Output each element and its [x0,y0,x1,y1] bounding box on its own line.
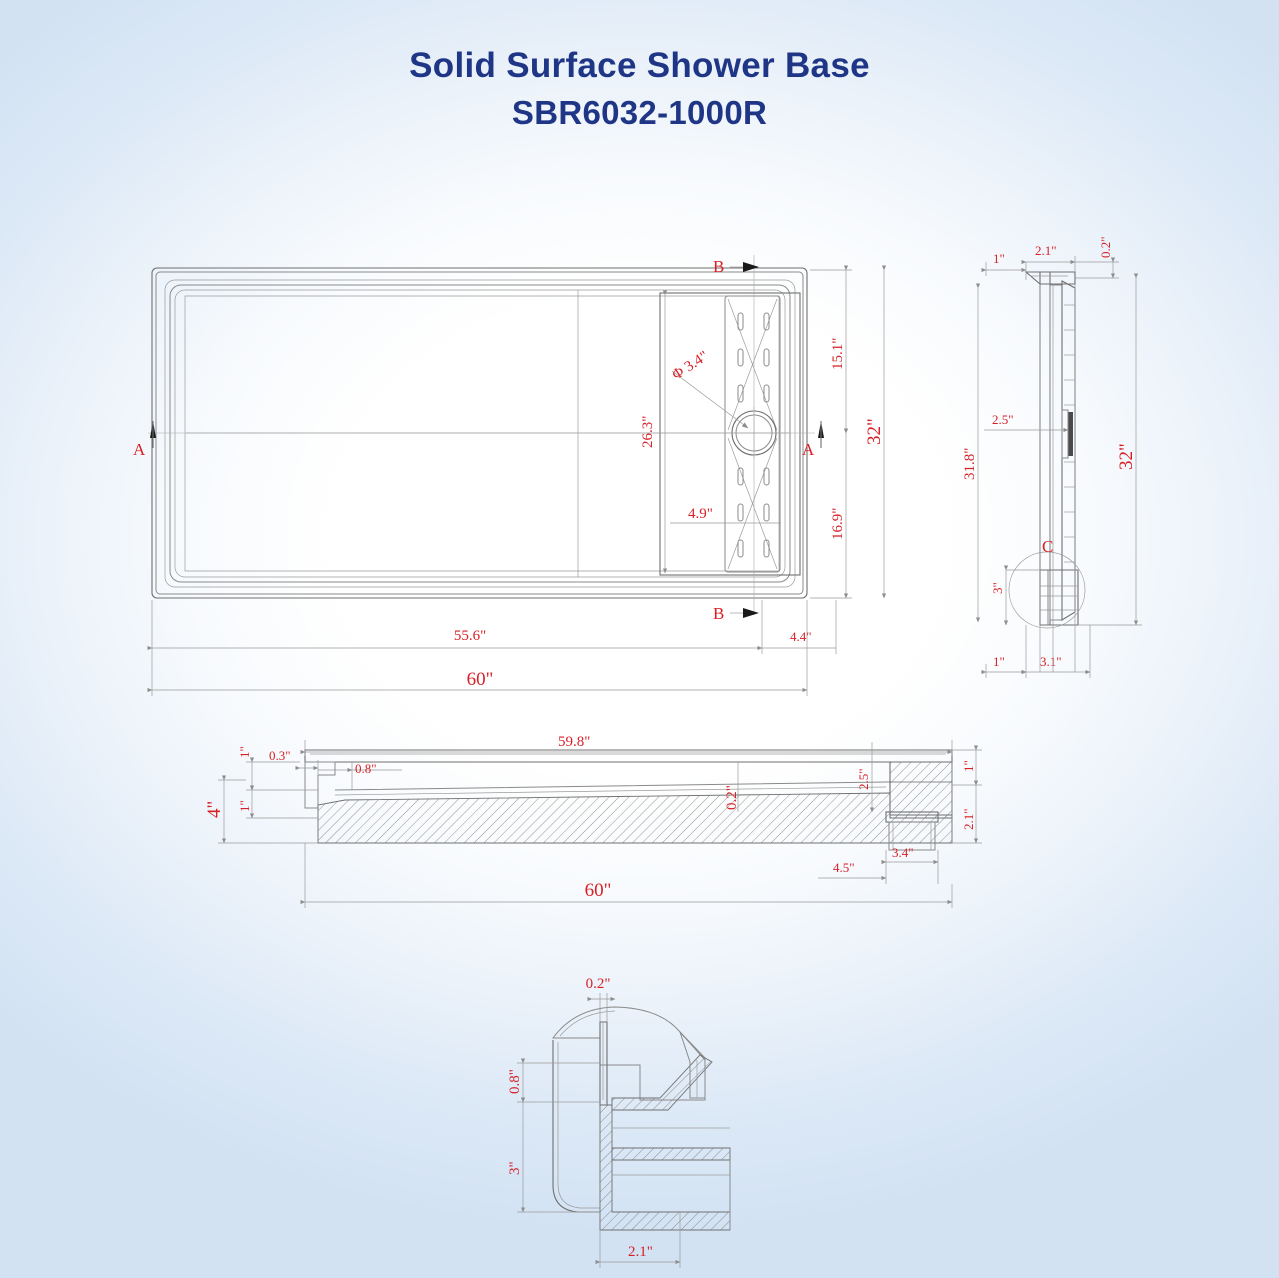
section-mark-a-right: A [802,421,824,459]
dim-sc-right-bottom: 2.1" [952,780,982,844]
dim-label: 2.5" [856,768,871,790]
dim-sc-thin-mid: 0.2" [724,762,740,812]
dim-label: 0.3" [269,748,291,763]
detail-circle-c: C [1008,537,1086,629]
dim-label: 1" [961,760,976,772]
dim-sv-flange: 2.1" [1021,243,1076,272]
dim-label: 3.4" [892,845,914,860]
detail-view-c: 0.2" 0.8" 3" 2.1" [507,976,731,1268]
dim-label: 0.8" [507,1069,523,1094]
dim-label: 26.3" [640,416,656,448]
dim-sv-height: 32" [1078,273,1142,626]
dim-label: 3" [507,1161,523,1175]
dim-label: 4.5" [833,860,855,875]
dim-dc-top-width: 0.2" [586,976,616,1022]
dim-sv-inner-height: 31.8" [962,283,981,623]
dim-label: 2.1" [628,1244,653,1260]
dim-lower-offset: 16.9" [810,428,852,599]
dim-label: Φ 3.4" [669,348,711,383]
section-mark-b-bottom: B [713,604,759,623]
grate-slots [737,312,770,558]
dim-label: 4" [204,801,225,818]
top-view: Φ 3.4" 26.3" 4.9" 15.1" 16 [133,255,887,696]
section-mark-a-left: A [133,421,815,459]
dim-dc-bottom-width: 2.1" [595,1212,681,1268]
dim-label: 1" [237,746,252,758]
dim-label: 3.1" [1040,654,1062,669]
dim-label: 1" [237,800,252,812]
dim-dc-upper-height: 0.8" [507,1058,600,1103]
dim-label: 3" [990,582,1005,594]
dim-sc-total-length: 60" [300,843,953,908]
side-view: C 1" 2.1" 0.2" [962,236,1142,678]
dim-sc-total-height: 4" [204,775,318,844]
dim-label: 60" [467,669,494,690]
dim-upper-offset: 15.1" [810,265,852,434]
side-ribs [1064,304,1075,563]
dim-label: 0.2" [586,976,611,992]
section-label: B [713,604,724,623]
dim-overall-width: 32" [864,265,887,599]
section-label: A [133,440,146,459]
dim-label: 2.1" [961,808,976,830]
dim-sc-right-top: 1" [952,745,982,786]
dim-label: 4.9" [688,506,713,522]
dim-label: 59.8" [558,734,590,750]
dim-sc-drain-diameter: 3.4" [881,845,939,884]
dim-inner-length: 55.6" [147,600,763,654]
dim-drain-offset-right: 4.4" [762,600,837,654]
dim-sv-mid: 2.5" [984,412,1069,433]
dim-total-length: 60" [147,600,808,696]
dim-sv-bottom-width: 3.1" [1021,625,1091,678]
dim-sv-base-height: 3" [990,565,1040,626]
dim-grate-length: 26.3" [640,290,668,574]
section-mark-b-top: B [713,255,759,615]
section-drain [885,811,939,851]
dim-label: 0.8" [355,761,377,776]
dim-label: 0.2" [724,785,740,810]
dim-label: 0.2" [1098,236,1113,258]
dim-label: 1" [993,654,1005,669]
dim-label: 1" [993,251,1005,266]
dim-sc-rise: 2.5" [856,742,875,813]
dim-sv-bottom-lip: 1" [981,625,1027,678]
side-view-outline [1024,271,1079,626]
dim-dc-lower-height: 3" [507,1097,600,1213]
dim-label: 32" [864,418,885,445]
dim-label: 60" [585,880,612,901]
dim-sc-mid-height: 1" [237,785,318,819]
dim-sc-wall-width: 0.8" [318,761,402,790]
dim-label: 16.9" [830,508,846,540]
dim-grate-width: 4.9" [670,506,781,524]
dim-label: 2.5" [992,412,1014,427]
dim-label: 32" [1116,443,1137,470]
dim-sv-lip: 1" [981,251,1027,280]
detail-label: C [1042,537,1053,556]
dim-label: 31.8" [962,448,978,480]
section-label: A [802,440,815,459]
dim-label: 55.6" [454,628,486,644]
section-label: B [713,257,724,276]
dim-sv-thin: 0.2" [1075,236,1119,279]
section-view: 59.8" 0.3" 0.8" 1" [204,734,982,908]
dim-sc-drain-offset: 4.5" [818,850,887,884]
dim-label: 2.1" [1035,243,1057,258]
dim-label: 4.4" [790,629,812,644]
dim-sc-inner-length: 59.8" [300,734,953,756]
dim-drain-diameter: Φ 3.4" [669,348,749,429]
dim-sc-lip-width: 0.3" [269,748,319,775]
dim-label: 15.1" [830,338,846,370]
dim-sc-top-height: 1" [237,746,318,791]
